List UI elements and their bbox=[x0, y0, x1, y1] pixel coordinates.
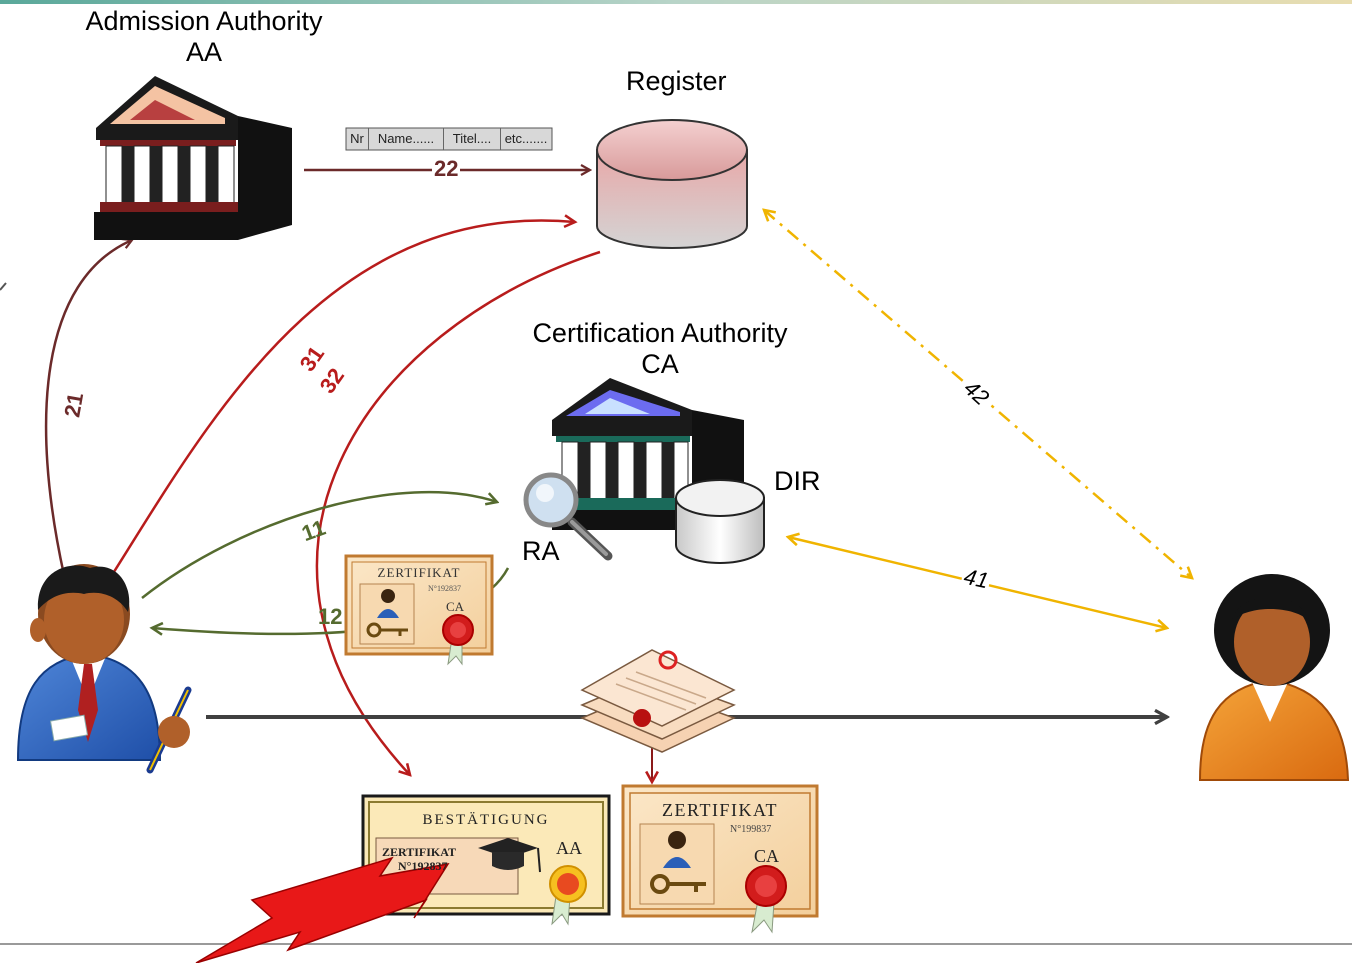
confirmation-cert-number: N°192837 bbox=[398, 859, 448, 873]
small-cert-number: N°192837 bbox=[428, 584, 461, 593]
arrow-11 bbox=[141, 490, 497, 599]
top-accent-bar bbox=[0, 0, 1352, 4]
relying-party-avatar-icon bbox=[1198, 574, 1350, 781]
magnifier-icon bbox=[523, 472, 613, 561]
edge-mark bbox=[0, 282, 7, 291]
signed-document-stack-icon bbox=[580, 649, 736, 753]
register-table: Nr Name...... Titel.... etc....... bbox=[346, 128, 552, 150]
flow-label-12: 12 bbox=[318, 604, 343, 629]
certificate-holder-avatar-icon bbox=[16, 564, 192, 774]
ra-label: RA bbox=[522, 536, 560, 566]
confirmation-cert-title: ZERTIFIKAT bbox=[382, 845, 457, 859]
small-cert-title: ZERTIFIKAT bbox=[377, 565, 461, 580]
dir-database-icon bbox=[675, 479, 765, 564]
lightning-bolt-icon bbox=[195, 856, 450, 963]
small-cert-issuer: CA bbox=[446, 599, 465, 614]
register-title: Register bbox=[626, 66, 727, 96]
flow-label-21: 21 bbox=[59, 390, 89, 420]
ca-title: Certification Authority CA bbox=[500, 318, 820, 380]
small-ca-certificate bbox=[344, 554, 494, 666]
ca-abbr-text: CA bbox=[641, 349, 679, 380]
table-cell: Nr bbox=[346, 128, 369, 150]
flow-label-41: 41 bbox=[959, 563, 993, 595]
aa-abbr-text: AA bbox=[185, 37, 223, 68]
table-cell: Name...... bbox=[369, 128, 444, 150]
arrow-31 bbox=[110, 220, 575, 576]
table-cell: etc....... bbox=[504, 131, 548, 146]
confirmation-title: BESTÄTIGUNG bbox=[422, 812, 550, 828]
large-cert-issuer: CA bbox=[754, 846, 780, 866]
large-cert-title: ZERTIFIKAT bbox=[662, 800, 778, 820]
arrow-32 bbox=[315, 250, 601, 775]
large-cert-number: N°199837 bbox=[730, 824, 772, 835]
flow-label-22: 22 bbox=[432, 156, 461, 182]
admission-authority-building-icon bbox=[94, 76, 292, 240]
ca-title-text: Certification Authority bbox=[532, 318, 788, 348]
confirmation-issuer: AA bbox=[556, 838, 582, 858]
aa-title-text: Admission Authority bbox=[85, 6, 323, 36]
arrow-21 bbox=[44, 240, 132, 576]
dir-label: DIR bbox=[774, 466, 821, 496]
table-cell: Titel.... bbox=[444, 128, 501, 150]
large-ca-certificate bbox=[621, 784, 819, 934]
register-database-icon bbox=[596, 119, 748, 249]
aa-title: Admission Authority AA bbox=[64, 6, 344, 68]
